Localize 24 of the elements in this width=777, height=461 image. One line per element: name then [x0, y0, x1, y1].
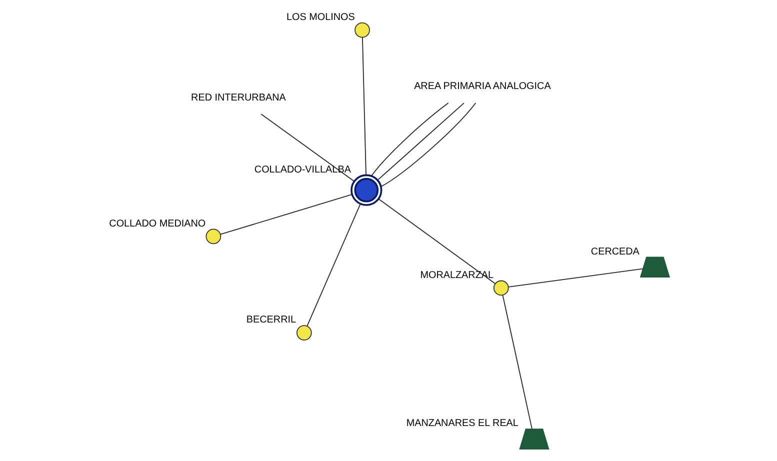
node-circle: [205, 228, 221, 244]
node-circle: [354, 22, 370, 38]
node-text: RED INTERURBANA: [190, 92, 286, 104]
connector: [508, 268, 643, 288]
node-trapezoid: [518, 428, 549, 450]
node-label: BECERRIL: [246, 314, 296, 326]
node-text: AREA PRIMARIA ANALOGICA: [414, 81, 550, 92]
connector: [370, 102, 448, 176]
connector: [220, 194, 352, 235]
connector: [306, 203, 360, 326]
node-label: COLLADO MEDIANO: [108, 218, 206, 230]
connector: [380, 102, 476, 188]
node-circle: [492, 280, 508, 296]
node-label: MANZANARES EL REAL: [406, 418, 518, 430]
node-label: LOS MOLINOS: [286, 12, 354, 23]
connector: [362, 37, 366, 176]
node-label: CERCEDA: [590, 246, 639, 258]
node-circle: [350, 174, 382, 206]
connector: [378, 198, 496, 284]
connector: [502, 294, 532, 430]
node-trapezoid: [639, 256, 670, 278]
connector: [260, 114, 354, 182]
connector: [376, 102, 464, 181]
node-circle: [296, 325, 312, 340]
